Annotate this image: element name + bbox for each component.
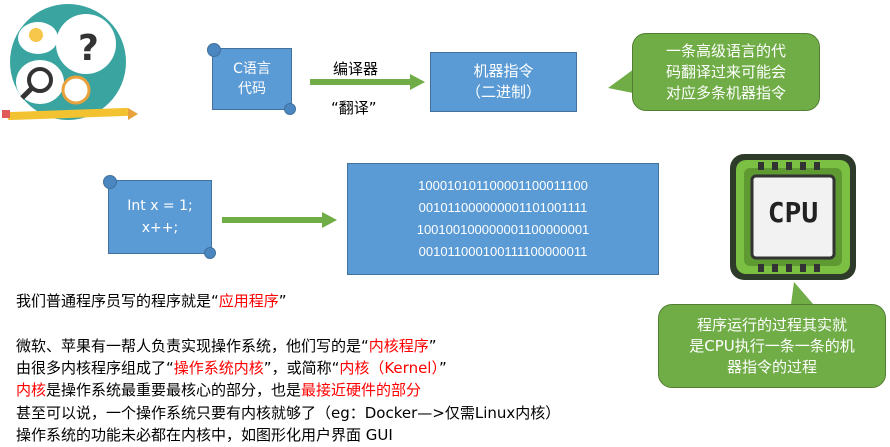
note-top-line-3: 对应多条机器指令: [665, 83, 786, 102]
note-cpu-line-3: 器指令的过程: [726, 357, 817, 376]
text-line-1-c: ”: [278, 292, 287, 310]
cpu-chip-icon: CPU: [728, 152, 858, 282]
note-multiple-instructions: 一条高级语言的代 码翻译过来可能会 对应多条机器指令: [632, 33, 820, 111]
text-line-2-highlight: 内核程序: [368, 337, 429, 355]
text-line-2: 微软、苹果有一帮人负责实现操作系统，他们写的是“内核程序”: [16, 335, 437, 356]
text-line-6: 操作系统的功能未必都在内核中，如图形化用户界面 GUI: [16, 426, 393, 444]
cpu-label: CPU: [767, 196, 819, 229]
text-line-2-a: 微软、苹果有一帮人负责实现操作系统，他们写的是“: [16, 337, 369, 355]
text-line-1-highlight: 应用程序: [218, 292, 279, 310]
code-scroll: Int x = 1; x++;: [103, 175, 216, 259]
binary-line-3: 100100100000001100000001: [416, 222, 590, 237]
note-top-line-1: 一条高级语言的代: [665, 41, 786, 60]
text-line-3-highlight-2: 内核（Kernel）: [339, 359, 439, 377]
arrow-right-icon: [222, 212, 337, 228]
note-pointer: [608, 66, 638, 96]
text-line-3: 由很多内核程序组成了“操作系统内核”，或简称“内核（Kernel）”: [16, 357, 447, 378]
arrow-right-icon: [310, 74, 425, 90]
text-line-3-a: 由很多内核程序组成了“: [16, 359, 174, 377]
text-line-5: 甚至可以说，一个操作系统只要有内核就够了（eg：Docker—>仅需Linux内…: [16, 404, 561, 422]
text-line-3-e: ”: [438, 359, 447, 377]
text-line-3-c: ”，或简称“: [263, 359, 340, 377]
code-line-2: x++;: [141, 220, 179, 236]
c-source-line-1: C语言: [233, 61, 271, 77]
compiler-label: 编译器: [333, 60, 379, 78]
binary-line-1: 100010101100001100011100: [418, 178, 588, 193]
text-line-3-highlight-1: 操作系统内核: [173, 359, 264, 377]
note-top-line-2: 码翻译过来可能会: [665, 62, 786, 81]
text-line-2-c: ”: [428, 337, 437, 355]
note-cpu-line-1: 程序运行的过程其实就: [696, 315, 847, 334]
c-source-scroll: C语言 代码: [207, 43, 296, 115]
c-source-line-2: 代码: [238, 81, 266, 97]
text-line-1: 我们普通程序员写的程序就是“应用程序”: [16, 290, 287, 311]
binary-line-2: 001011000000001101001111: [418, 200, 588, 215]
text-line-4-highlight-2: 最接近硬件的部分: [301, 381, 422, 399]
text-line-4: 内核是操作系统最重要最核心的部分，也是最接近硬件的部分: [16, 379, 421, 400]
binary-box: 100010101100001100011100 001011000000001…: [347, 163, 659, 275]
text-line-4-b: 是操作系统最重要最核心的部分，也是: [46, 381, 302, 399]
machine-box-line-1: 机器指令: [473, 62, 534, 80]
note-cpu-executes: 程序运行的过程其实就 是CPU执行一条一条的机 器指令的过程: [658, 304, 886, 388]
text-line-1-a: 我们普通程序员写的程序就是“: [16, 292, 219, 310]
note-cpu-line-2: 是CPU执行一条一条的机: [689, 336, 855, 355]
text-line-4-highlight-1: 内核: [16, 381, 47, 399]
machine-instruction-box: 机器指令 （二进制）: [430, 52, 577, 112]
translate-label: “翻译”: [331, 99, 377, 117]
code-line-1: Int x = 1;: [127, 198, 193, 214]
svg-text:?: ?: [78, 28, 99, 69]
binary-line-4: 001011000100111100000011: [418, 244, 588, 259]
machine-box-line-2: （二进制）: [465, 83, 541, 101]
thinking-illustration-icon: ?: [0, 0, 140, 130]
